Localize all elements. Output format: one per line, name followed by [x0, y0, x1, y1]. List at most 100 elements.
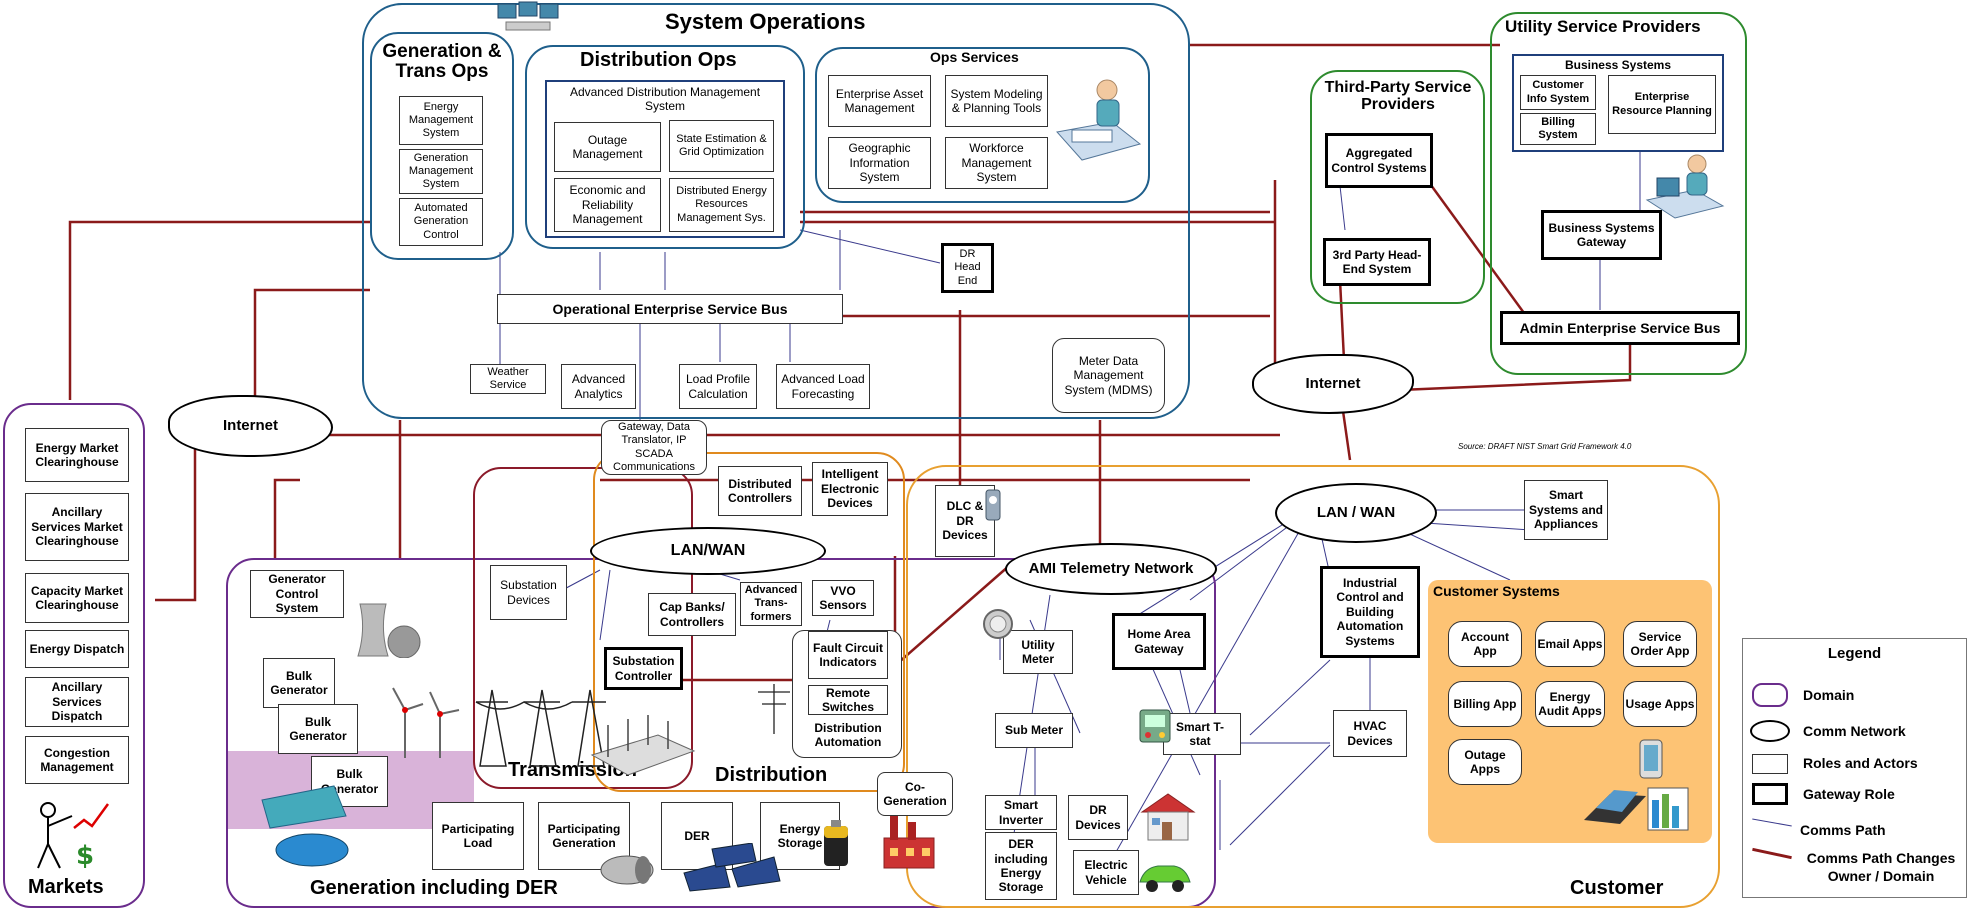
utility-domain [1490, 12, 1747, 375]
control-room-icon [496, 0, 560, 32]
participating-generation[interactable]: Participating Generation [538, 802, 630, 870]
enterprise-asset-management[interactable]: Enterprise Asset Management [828, 75, 931, 127]
der-including-storage[interactable]: DER including Energy Storage [985, 832, 1057, 900]
state-estimation[interactable]: State Estimation & Grid Optimization [669, 120, 774, 172]
geographic-information-system[interactable]: Geographic Information System [828, 137, 931, 189]
bulk-generator-2[interactable]: Bulk Generator [278, 704, 358, 754]
outage-management[interactable]: Outage Management [554, 122, 661, 172]
mdms[interactable]: Meter Data Management System (MDMS) [1052, 338, 1165, 413]
wind-turbine-icon [385, 680, 467, 760]
capacity-market-clearinghouse[interactable]: Capacity Market Clearinghouse [25, 573, 129, 623]
participating-load[interactable]: Participating Load [432, 802, 524, 870]
legend-domain-label: Domain [1803, 687, 1855, 703]
fault-circuit-indicators[interactable]: Fault Circuit Indicators [808, 631, 888, 679]
smart-systems-appliances[interactable]: Smart Systems and Appliances [1524, 480, 1608, 540]
legend-owner-label: Comms Path Changes Owner / Domain [1806, 850, 1956, 884]
markets-domain [3, 403, 145, 908]
remote-switches[interactable]: Remote Switches [808, 685, 888, 715]
thermostat-icon [1138, 708, 1172, 744]
ancillary-services-dispatch[interactable]: Ancillary Services Dispatch [25, 677, 129, 727]
industrial-building-automation[interactable]: Industrial Control and Building Automati… [1320, 566, 1420, 658]
factory-icon [878, 810, 940, 870]
electric-vehicle[interactable]: Electric Vehicle [1073, 850, 1139, 895]
adms-title: Advanced Distribution Management System [569, 85, 761, 113]
weather-service[interactable]: Weather Service [470, 364, 546, 394]
legend-cloud-label: Comm Network [1803, 723, 1906, 739]
operational-esb[interactable]: Operational Enterprise Service Bus [497, 294, 843, 324]
cap-banks-controllers[interactable]: Cap Banks/ Controllers [648, 593, 736, 636]
workforce-management-system[interactable]: Workforce Management System [945, 137, 1048, 189]
substation-devices[interactable]: Substation Devices [490, 565, 567, 620]
energy-audit-apps[interactable]: Energy Audit Apps [1535, 681, 1605, 727]
distributed-controllers[interactable]: Distributed Controllers [718, 466, 802, 516]
utility-meter[interactable]: Utility Meter [1003, 630, 1073, 674]
gateway-scada[interactable]: Gateway, Data Translator, IP SCADA Commu… [601, 420, 707, 475]
advanced-load-forecasting[interactable]: Advanced Load Forecasting [776, 364, 870, 409]
bulk-generator-1[interactable]: Bulk Generator [263, 658, 335, 708]
internet-cloud-right[interactable]: Internet [1252, 354, 1414, 414]
lanwan-cloud-customer[interactable]: LAN / WAN [1275, 483, 1437, 543]
generation-management-system[interactable]: Generation Management System [399, 149, 483, 194]
usage-apps[interactable]: Usage Apps [1623, 681, 1697, 727]
email-apps[interactable]: Email Apps [1535, 621, 1605, 667]
generator-control-system[interactable]: Generator Control System [250, 570, 344, 618]
dr-head-end[interactable]: DR Head End [941, 243, 994, 293]
energy-market-clearinghouse[interactable]: Energy Market Clearinghouse [25, 428, 129, 482]
account-app[interactable]: Account App [1448, 621, 1522, 667]
devices-icon [1582, 738, 1694, 834]
derms[interactable]: Distributed Energy Resources Management … [669, 178, 774, 232]
intelligent-electronic-devices[interactable]: Intelligent Electronic Devices [812, 462, 888, 516]
economic-reliability-management[interactable]: Economic and Reliability Management [554, 178, 661, 232]
solar-panels-icon [682, 842, 782, 893]
advanced-analytics[interactable]: Advanced Analytics [561, 364, 636, 409]
third-party-title: Third-Party Service Providers [1324, 79, 1472, 113]
energy-dispatch[interactable]: Energy Dispatch [25, 630, 129, 668]
customer-systems-title: Customer Systems [1433, 583, 1560, 599]
co-generation[interactable]: Co-Generation [877, 772, 953, 816]
ami-telemetry-cloud[interactable]: AMI Telemetry Network [1005, 543, 1217, 595]
ops-services-domain [815, 47, 1150, 203]
3rd-party-head-end[interactable]: 3rd Party Head-End System [1323, 238, 1431, 286]
vvo-sensors[interactable]: VVO Sensors [812, 580, 874, 616]
smart-inverter[interactable]: Smart Inverter [985, 795, 1057, 830]
customer-domain [906, 465, 1720, 908]
battery-icon [818, 818, 854, 868]
dlc-device-icon [982, 486, 1004, 526]
legend-title: Legend [1827, 645, 1882, 662]
dlc-dr-devices[interactable]: DLC & DR Devices [935, 485, 995, 557]
sub-meter[interactable]: Sub Meter [995, 713, 1073, 748]
energy-management-system[interactable]: Energy Management System [399, 96, 483, 145]
car-icon [1136, 858, 1194, 894]
business-user-icon [1645, 150, 1725, 220]
billing-system[interactable]: Billing System [1520, 113, 1596, 145]
business-systems-gateway[interactable]: Business Systems Gateway [1541, 210, 1662, 260]
legend-role-label: Roles and Actors [1803, 755, 1918, 771]
aggregated-control-systems[interactable]: Aggregated Control Systems [1325, 133, 1433, 188]
congestion-management[interactable]: Congestion Management [25, 736, 129, 784]
advanced-transformers[interactable]: Advanced Trans-formers [740, 582, 802, 626]
svg-text:$: $ [76, 841, 94, 871]
system-modeling-planning[interactable]: System Modeling & Planning Tools [945, 75, 1048, 127]
hydro-dam-icon [256, 780, 352, 870]
internet-cloud-left[interactable]: Internet [168, 395, 333, 457]
system-operations-title: System Operations [665, 9, 866, 34]
hvac-devices[interactable]: HVAC Devices [1333, 710, 1407, 757]
legend-domain-swatch [1752, 683, 1788, 707]
home-area-gateway[interactable]: Home Area Gateway [1112, 613, 1206, 670]
distribution-ops-title: Distribution Ops [580, 49, 737, 71]
billing-app[interactable]: Billing App [1448, 681, 1522, 727]
admin-esb[interactable]: Admin Enterprise Service Bus [1500, 311, 1740, 345]
substation-controller[interactable]: Substation Controller [604, 647, 683, 690]
customer-info-system[interactable]: Customer Info System [1520, 75, 1596, 110]
service-order-app[interactable]: Service Order App [1623, 621, 1697, 667]
outage-apps[interactable]: Outage Apps [1448, 739, 1522, 785]
smart-tstat[interactable]: Smart T-stat [1163, 713, 1241, 755]
enterprise-resource-planning[interactable]: Enterprise Resource Planning [1608, 75, 1716, 134]
load-profile-calculation[interactable]: Load Profile Calculation [679, 364, 757, 409]
dr-devices[interactable]: DR Devices [1068, 795, 1128, 840]
lanwan-cloud-distribution[interactable]: LAN/WAN [590, 527, 826, 575]
automated-generation-control[interactable]: Automated Generation Control [399, 198, 483, 246]
gen-trans-ops-title: Generation & Trans Ops [382, 41, 502, 82]
legend-cloud-swatch [1750, 720, 1790, 742]
ancillary-services-market-clearinghouse[interactable]: Ancillary Services Market Clearinghouse [25, 493, 129, 561]
